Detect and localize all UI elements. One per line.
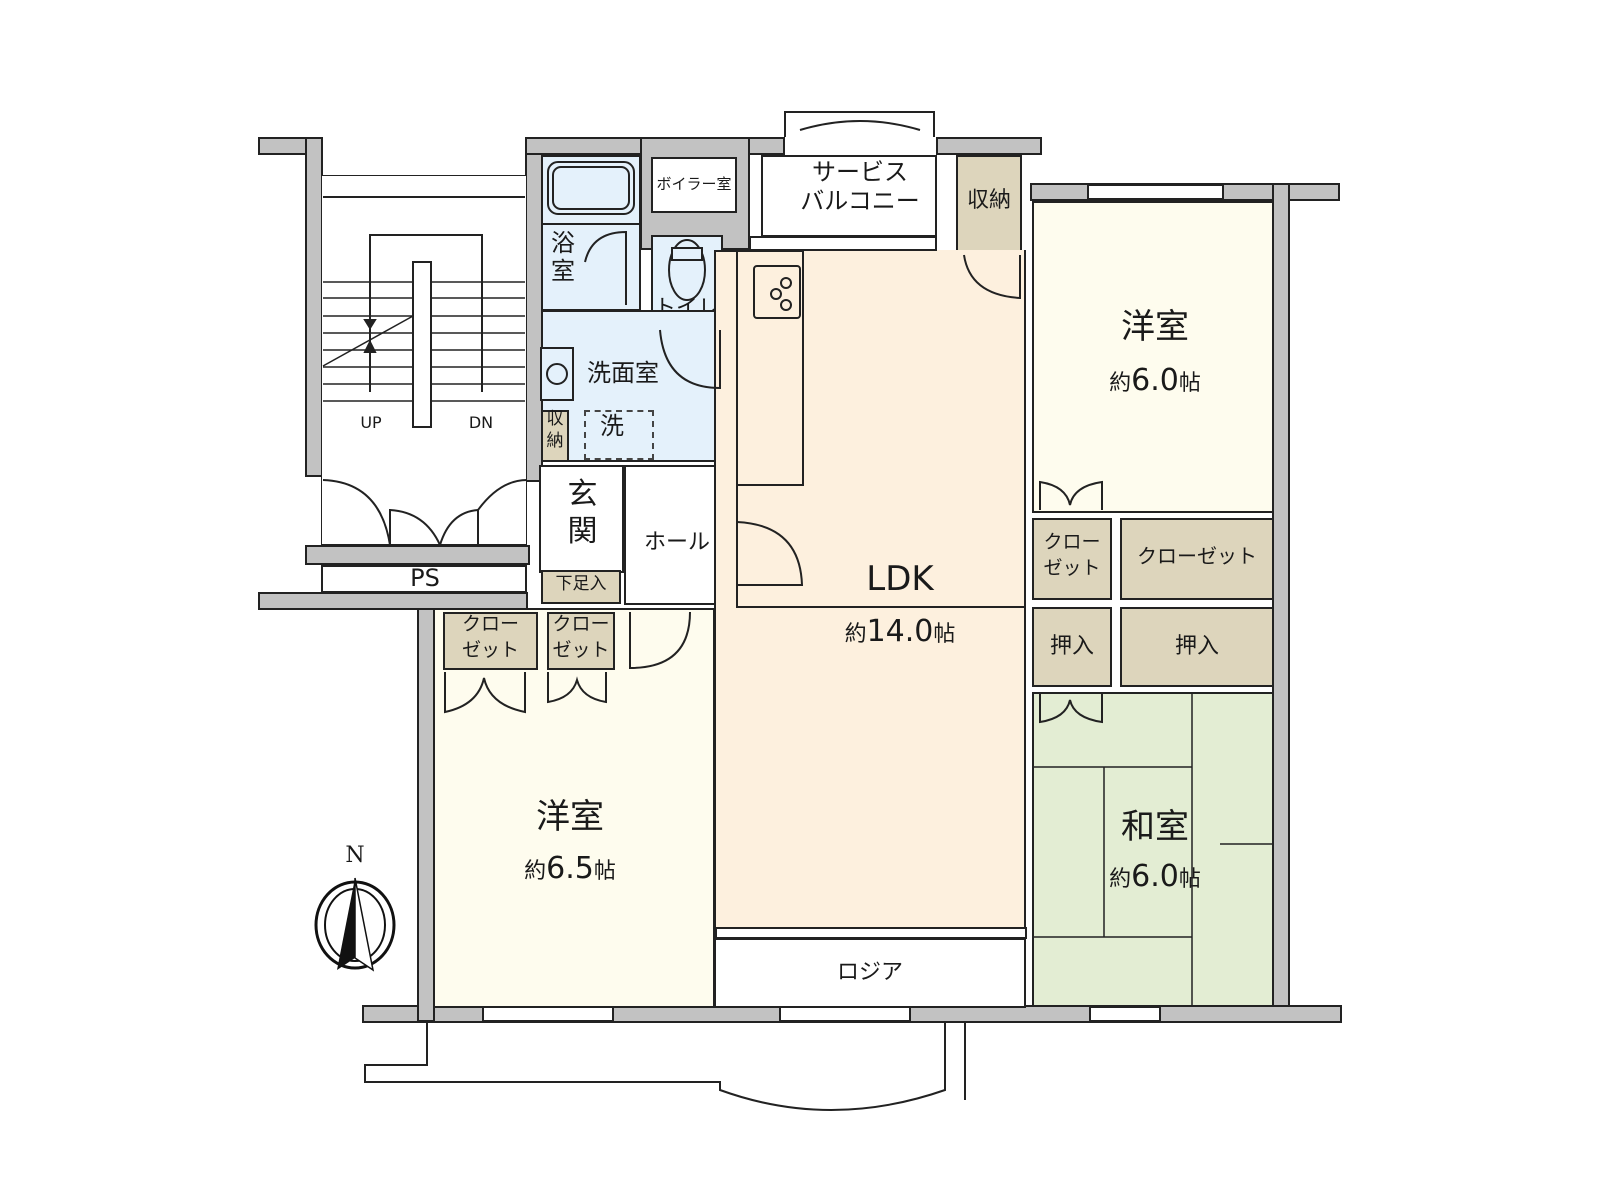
wall-ps-side <box>305 545 530 565</box>
oshiire-large-label: 押入 <box>1174 634 1219 659</box>
closet-sw-2 <box>547 612 615 670</box>
loggia <box>714 938 1026 1008</box>
western-ne-area-prefix: 約 <box>1109 371 1132 396</box>
ldk-area-prefix: 約 <box>844 622 867 647</box>
bathroom-label-1: 浴 <box>551 229 575 257</box>
western-room-ne <box>1032 201 1274 513</box>
western-room-sw-area: 約6.5帖 <box>495 851 645 887</box>
boiler-room-label: ボイラー室 <box>656 175 732 193</box>
western-sw-area-prefix: 約 <box>524 859 547 884</box>
western-sw-area-value: 6.5 <box>546 851 594 886</box>
japanese-room-label: 和室 <box>1121 807 1189 847</box>
ps-room <box>321 565 527 593</box>
hall-label: ホール <box>643 530 710 555</box>
ldk-area-value: 14.0 <box>866 614 934 649</box>
wash-storage-label-1: 収 <box>546 409 564 429</box>
japanese-room-area: 約6.0帖 <box>1080 859 1230 895</box>
closet-ne-large-label: クローゼット <box>1137 544 1257 568</box>
japanese-area-value: 6.0 <box>1131 859 1179 894</box>
wall-right <box>1272 183 1290 1011</box>
bathroom-label-2: 室 <box>551 257 575 285</box>
closet-ne-small-label-2: ゼット <box>1043 557 1101 579</box>
balcony-label: バルコニー <box>625 1030 735 1055</box>
entrance-label-2: 関 <box>567 514 598 549</box>
oshiire-large <box>1120 607 1274 687</box>
closet-ne-small-label-1: クロー <box>1043 531 1101 553</box>
compass-north-label: N <box>345 843 365 868</box>
wall-top-3 <box>1030 183 1340 201</box>
western-ne-area-unit: 帖 <box>1178 371 1201 396</box>
western-room-ne-area: 約6.0帖 <box>1080 363 1230 399</box>
western-ne-area-value: 6.0 <box>1131 363 1179 398</box>
wall-top-2 <box>936 137 1042 155</box>
ldk-area: 約14.0帖 <box>800 614 1000 650</box>
boiler-room <box>651 157 737 213</box>
wall-ps-bottom <box>258 592 528 610</box>
western-sw-area-unit: 帖 <box>593 859 616 884</box>
washroom-label: 洗面室 <box>587 359 659 387</box>
shoe-box <box>541 570 621 604</box>
washer-space <box>584 410 654 460</box>
wash-storage-label-2: 納 <box>546 431 564 451</box>
ps-label: PS <box>410 564 440 592</box>
service-balcony-label-1: サービス <box>812 158 908 186</box>
loggia-label: ロジア <box>836 960 903 985</box>
storage-top-label: 収納 <box>966 188 1011 213</box>
closet-sw-1-label-1: クロー <box>461 613 519 635</box>
washer-label: 洗 <box>600 412 624 440</box>
hall <box>624 465 730 605</box>
oshiire-small <box>1032 607 1112 687</box>
ldk-label: LDK <box>866 559 934 599</box>
entrance-label-1: 玄 <box>567 477 598 512</box>
ldk-area-unit: 帖 <box>933 622 956 647</box>
japanese-room <box>1032 692 1274 1007</box>
closet-ne-large <box>1120 518 1274 600</box>
closet-sw-2-label-1: クロー <box>552 613 610 635</box>
western-room-sw-label: 洋室 <box>536 797 604 837</box>
shoe-box-label: 下足入 <box>555 574 607 594</box>
oshiire-small-label: 押入 <box>1049 634 1094 659</box>
stairwell <box>321 175 527 545</box>
closet-sw-2-label-2: ゼット <box>552 639 610 661</box>
stairs-down-label: DN <box>468 413 494 432</box>
closet-sw-1-label-2: ゼット <box>461 639 519 661</box>
bathroom <box>541 155 641 225</box>
closet-sw-1 <box>443 612 538 670</box>
japanese-area-unit: 帖 <box>1178 867 1201 892</box>
service-balcony-label-2: バルコニー <box>800 187 920 215</box>
stairs-up-label: UP <box>360 413 382 432</box>
wash-storage <box>541 410 569 462</box>
closet-ne-small <box>1032 518 1112 600</box>
western-room-ne-label: 洋室 <box>1121 307 1189 347</box>
japanese-area-prefix: 約 <box>1109 867 1132 892</box>
kitchen-counter <box>736 250 804 486</box>
compass-icon <box>314 877 396 972</box>
